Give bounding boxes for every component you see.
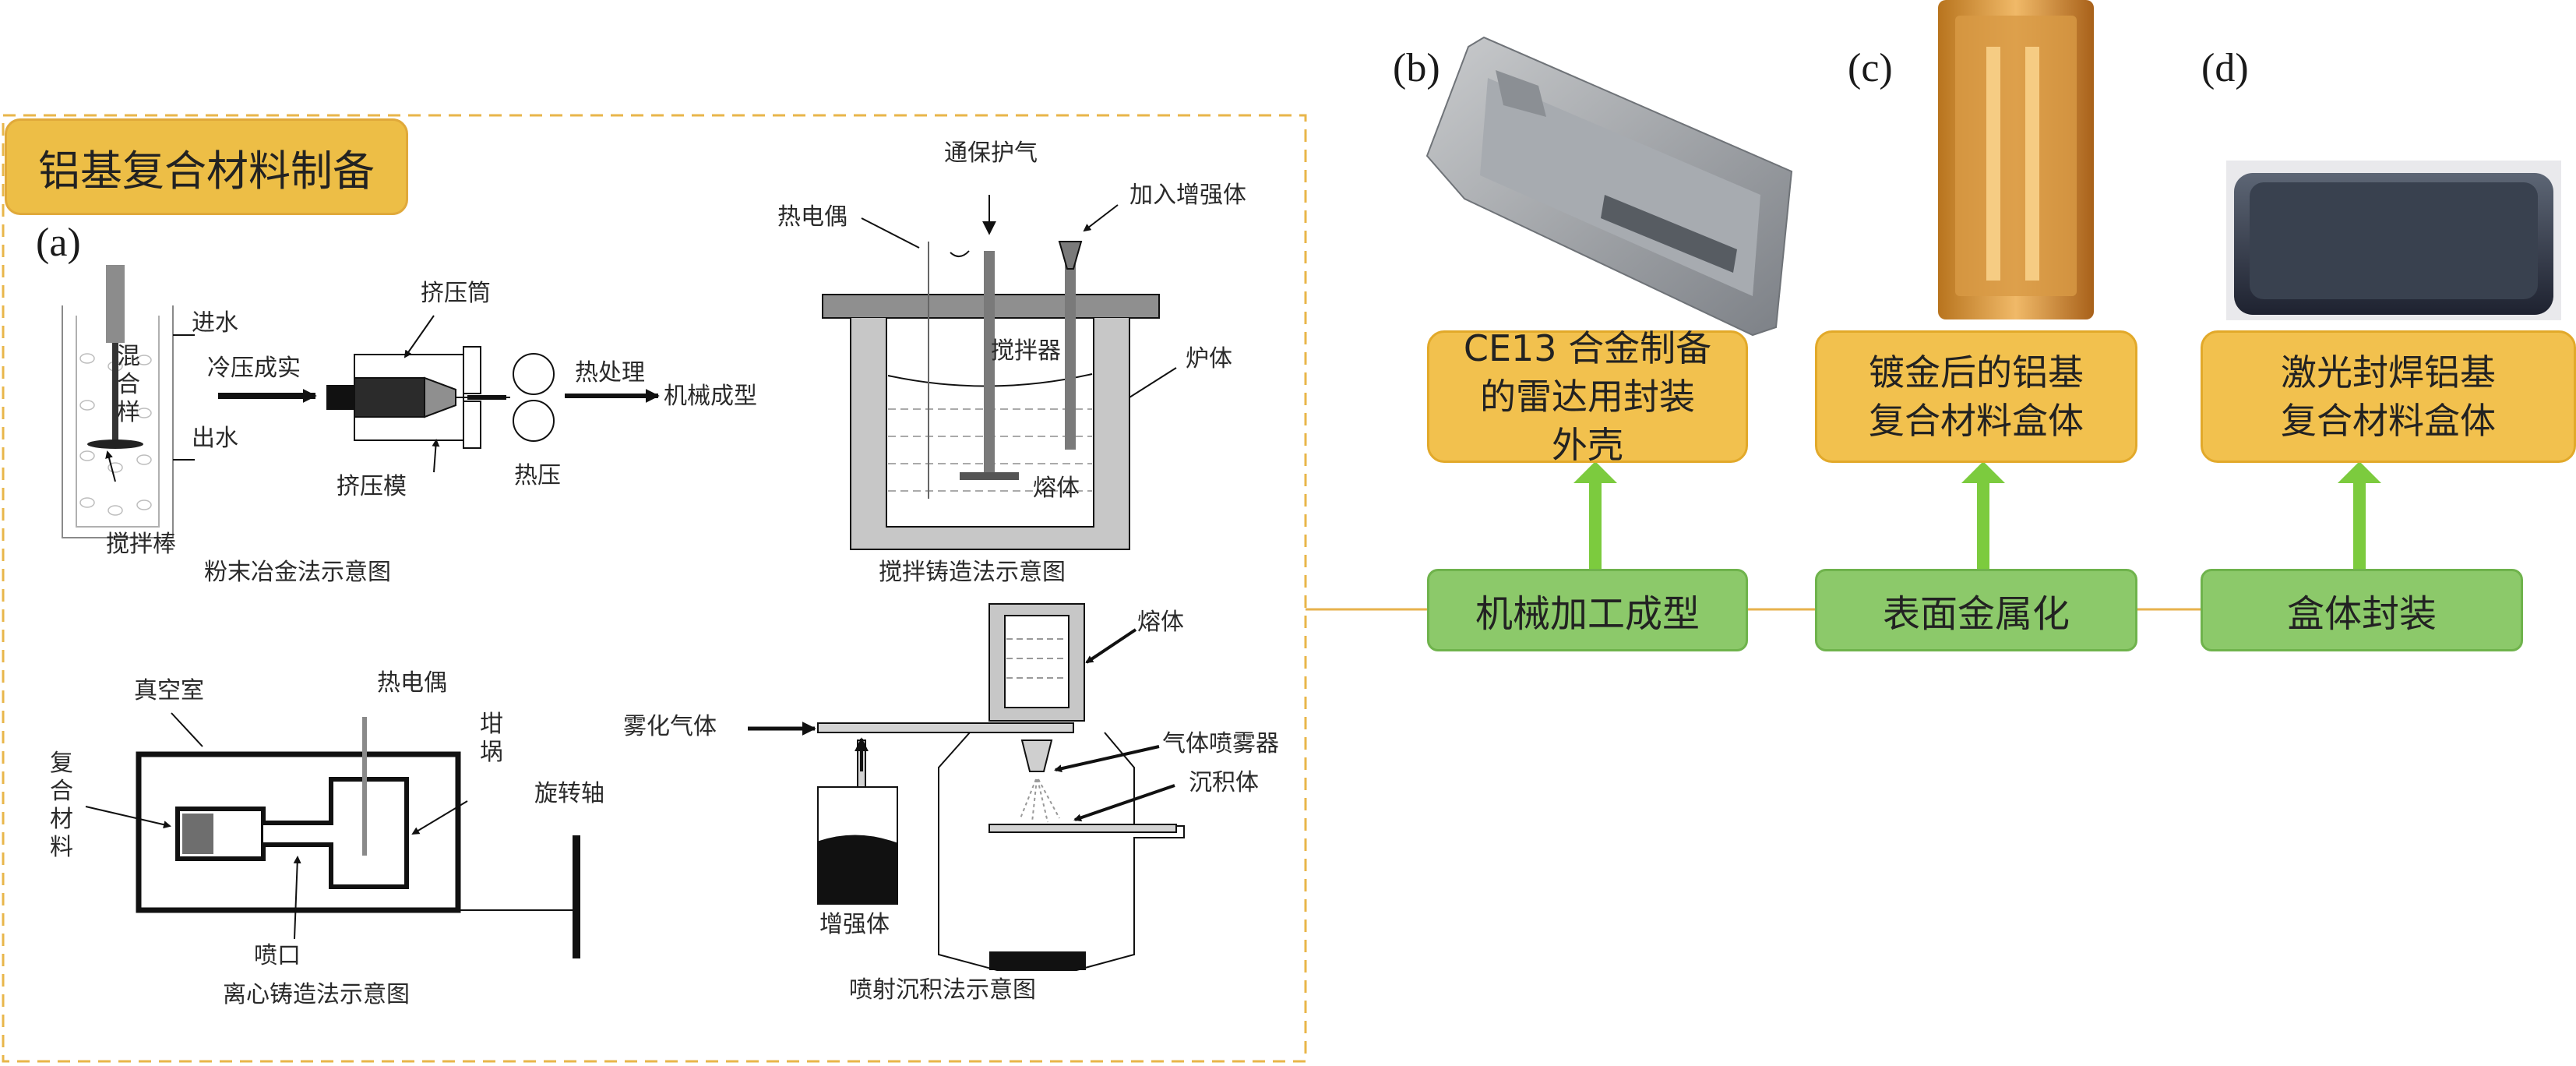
- label-extrusion-die: 挤压模: [337, 473, 407, 500]
- label-vacuum-chamber: 真空室: [134, 677, 204, 704]
- label-cold-press: 冷压成实: [207, 355, 301, 382]
- label-gas-atomizer: 气体喷雾器: [1162, 730, 1279, 757]
- label-stir-melt: 熔体: [1033, 475, 1080, 502]
- panel-a-frame: [2, 114, 1307, 1063]
- label-water-in: 进水: [192, 309, 238, 337]
- label-stirrer: 搅拌器: [991, 337, 1061, 365]
- label-composite: 复合材料: [50, 750, 73, 861]
- label-heat-treatment: 热处理: [575, 359, 645, 387]
- product-d-text: 激光封焊铝基复合材料盒体: [2281, 351, 2496, 442]
- label-nozzle: 喷口: [254, 942, 301, 969]
- step-box-d: 盒体封装: [2201, 569, 2523, 651]
- stir-casting-diagram: [822, 195, 1177, 550]
- label-water-out: 出水: [192, 425, 238, 452]
- photo-box-d: [2226, 161, 2561, 320]
- label-machining: 机械成型: [664, 383, 757, 410]
- product-box-d: 激光封焊铝基复合材料盒体: [2201, 330, 2576, 463]
- panel-c-letter: (c): [1848, 46, 1893, 90]
- label-deposit: 沉积体: [1189, 769, 1259, 796]
- caption-centrifugal-casting: 离心铸造法示意图: [223, 981, 410, 1008]
- caption-powder-metallurgy: 粉末冶金法示意图: [204, 559, 391, 586]
- label-spray-melt: 熔体: [1137, 609, 1184, 636]
- product-box-c: 镀金后的铝基复合材料盒体: [1815, 330, 2137, 463]
- up-arrow-d: [2338, 461, 2381, 569]
- powder-metallurgy-diagram: [62, 265, 660, 538]
- label-cent-thermocouple: 热电偶: [377, 669, 447, 697]
- caption-spray-deposition: 喷射沉积法示意图: [849, 976, 1036, 1004]
- label-reinforcement: 增强体: [819, 911, 890, 938]
- label-hot-press: 热压: [514, 462, 561, 489]
- caption-stir-casting: 搅拌铸造法示意图: [879, 559, 1066, 586]
- label-add-reinforcement: 加入增强体: [1129, 182, 1246, 209]
- centrifugal-casting-diagram: [85, 712, 580, 958]
- product-box-b: CE13 合金制备的雷达用封装外壳: [1427, 327, 1748, 466]
- product-b-text: CE13 合金制备的雷达用封装外壳: [1463, 327, 1712, 466]
- product-c-text: 镀金后的铝基复合材料盒体: [1869, 351, 2084, 442]
- spray-deposition-diagram: [748, 603, 1185, 971]
- photo-box-c: [1938, 0, 2094, 319]
- label-crucible: 坩埚: [480, 711, 503, 766]
- label-protect-gas: 通保护气: [944, 139, 1038, 167]
- step-box-c: 表面金属化: [1815, 569, 2137, 651]
- panel-d-letter: (d): [2201, 46, 2249, 90]
- label-atomizing-gas: 雾化气体: [623, 713, 717, 740]
- panel-b-letter: (b): [1393, 46, 1440, 90]
- up-arrow-c: [1961, 461, 2005, 569]
- label-extrusion-barrel: 挤压筒: [421, 280, 491, 307]
- panel-a-letter: (a): [36, 221, 81, 265]
- section-title: 铝基复合材料制备: [5, 118, 408, 215]
- label-rotation-axis: 旋转轴: [534, 780, 604, 807]
- up-arrow-b: [1573, 461, 1617, 569]
- label-mix-sample: 混合样: [117, 343, 140, 426]
- photo-housing-b: [1425, 36, 1793, 337]
- label-stir-thermocouple: 热电偶: [777, 203, 848, 231]
- step-box-b: 机械加工成型: [1427, 569, 1748, 651]
- label-furnace: 炉体: [1186, 345, 1232, 372]
- label-stir-rod: 搅拌棒: [106, 531, 176, 558]
